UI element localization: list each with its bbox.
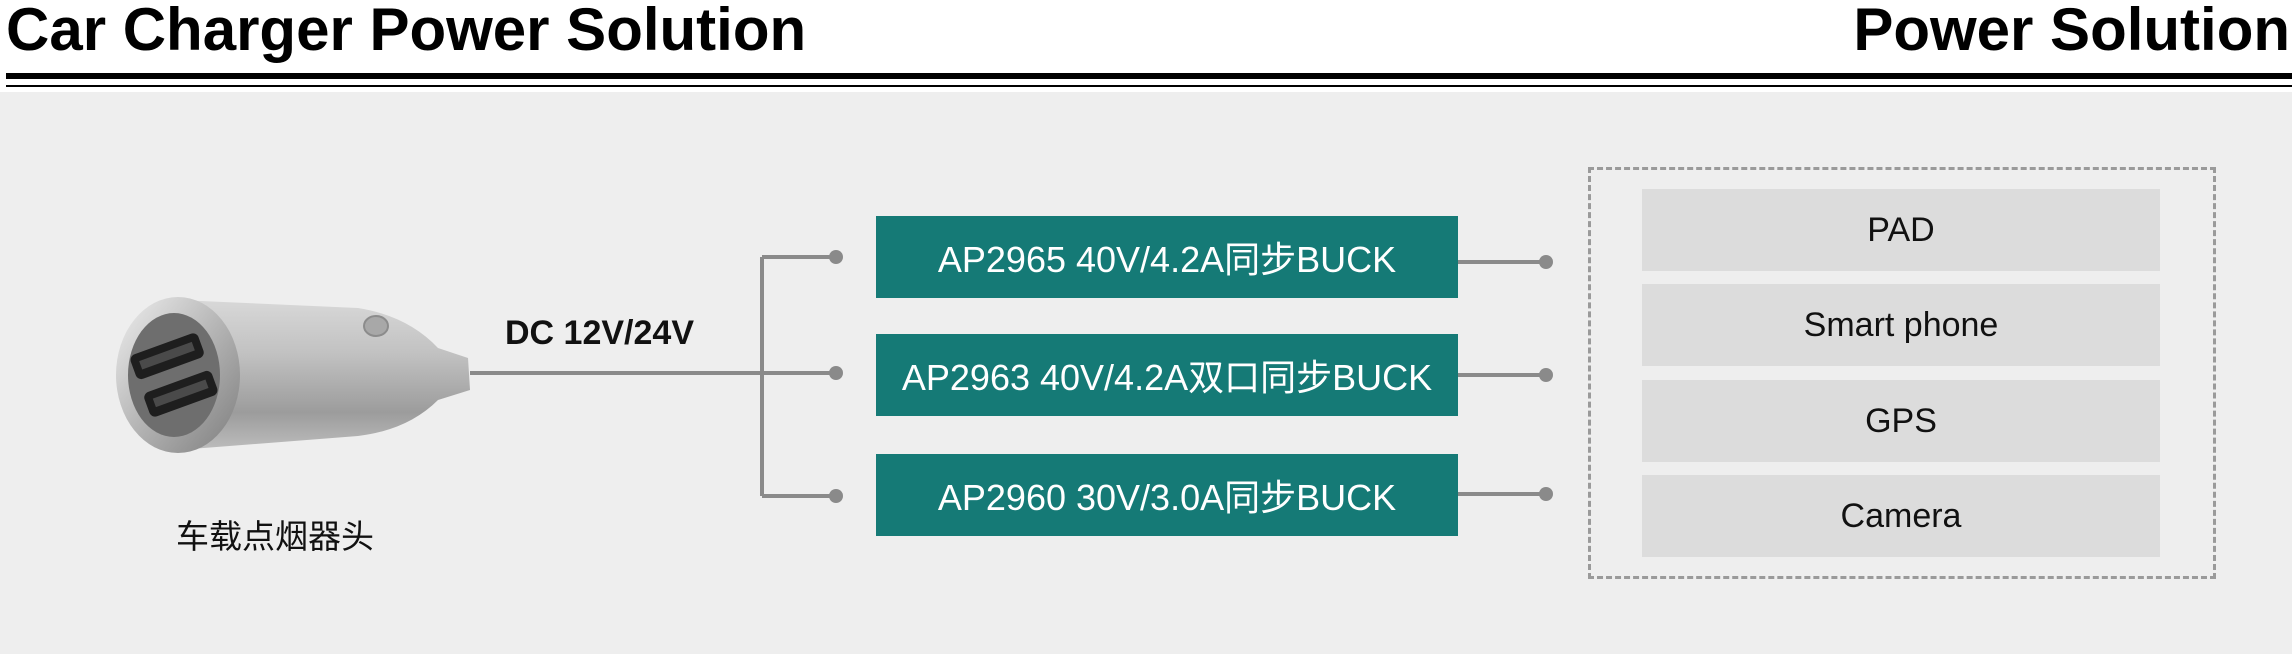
wire-dot	[1539, 487, 1553, 501]
wire-dot	[1539, 255, 1553, 269]
car-charger-icon	[116, 297, 470, 453]
chip-ap2960: AP2960 30V/3.0A同步BUCK	[876, 454, 1458, 536]
chip-ap2963: AP2963 40V/4.2A双口同步BUCK	[876, 334, 1458, 416]
wire-dot	[1539, 368, 1553, 382]
page-subtitle: Power Solution	[1853, 0, 2290, 63]
chip-ap2965: AP2965 40V/4.2A同步BUCK	[876, 216, 1458, 298]
source-label: 车载点烟器头	[176, 518, 374, 555]
output-camera: Camera	[1642, 475, 2160, 557]
output-gps: GPS	[1642, 380, 2160, 462]
header-rule-thin	[6, 85, 2292, 87]
output-smart-phone: Smart phone	[1642, 284, 2160, 366]
voltage-label: DC 12V/24V	[505, 314, 694, 352]
wire-dot	[829, 250, 843, 264]
outputs-group	[1588, 167, 2216, 579]
wire-dot	[829, 489, 843, 503]
header-rule-thick	[6, 73, 2292, 79]
wire-dot	[829, 366, 843, 380]
page-title: Car Charger Power Solution	[6, 0, 807, 63]
output-pad: PAD	[1642, 189, 2160, 271]
